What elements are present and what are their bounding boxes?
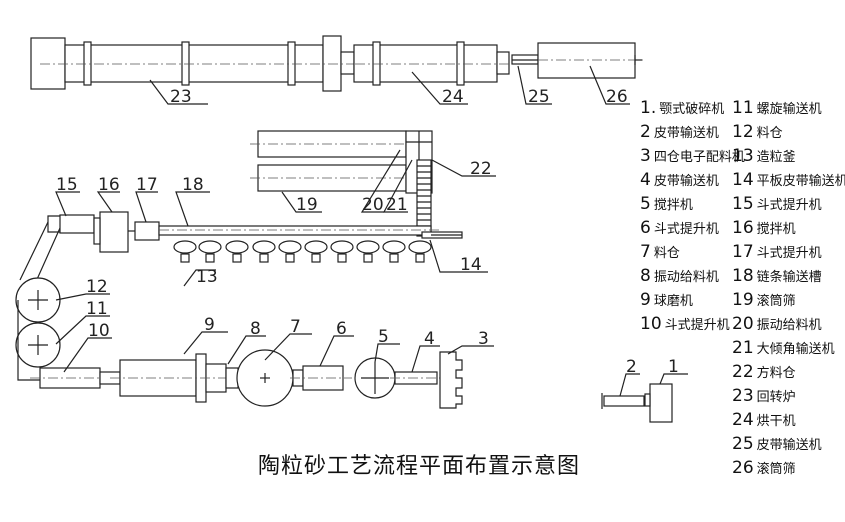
top-drum-screen <box>537 42 645 79</box>
callout-4: 4 <box>424 329 435 349</box>
granulator <box>252 240 276 263</box>
callout-3: 3 <box>478 329 489 349</box>
granulator <box>304 240 328 263</box>
callout-13: 13 <box>196 267 218 287</box>
granulator <box>408 240 432 263</box>
callout-14: 14 <box>460 255 482 275</box>
bucket-elevator-15 <box>19 214 95 287</box>
granulator <box>225 240 249 263</box>
legend-item: 1.颚式破碎机 <box>640 98 725 118</box>
top-belt-conveyor <box>511 54 539 65</box>
callout-23: 23 <box>170 87 192 107</box>
callout-25: 25 <box>528 87 550 107</box>
granulators <box>173 240 432 263</box>
mixer-5 <box>354 357 396 399</box>
granulator <box>173 240 197 263</box>
callout-6: 6 <box>336 319 347 339</box>
callout-numbers: 23 24 25 26 22 19 20 21 15 16 17 18 13 1… <box>56 87 679 377</box>
bucket-elevator-6 <box>290 365 352 391</box>
batching-machine-3 <box>439 351 463 409</box>
callout-18: 18 <box>182 175 204 195</box>
bucket-elevator-17 <box>128 221 160 241</box>
callout-5: 5 <box>378 327 389 347</box>
callout-24: 24 <box>442 87 464 107</box>
callout-11: 11 <box>86 299 108 319</box>
granulator <box>382 240 406 263</box>
bucket-elevator-10 <box>30 367 110 389</box>
diagram-title: 陶粒砂工艺流程平面布置示意图 <box>258 454 581 479</box>
jaw-crusher-1 <box>644 383 673 423</box>
vibrating-feeder-8 <box>225 367 239 389</box>
callout-10: 10 <box>88 321 110 341</box>
granulator <box>198 240 222 263</box>
callout-9: 9 <box>204 315 215 335</box>
granulator <box>330 240 354 263</box>
callout-20: 20 <box>362 195 384 215</box>
dryer <box>353 41 512 86</box>
bin-12 <box>15 277 61 323</box>
silo-7 <box>236 349 294 407</box>
belt-conveyor-4 <box>390 371 445 385</box>
mixer-16 <box>93 211 129 253</box>
callout-17: 17 <box>136 175 158 195</box>
callout-19: 19 <box>296 195 318 215</box>
granulator <box>278 240 302 263</box>
callout-2: 2 <box>626 357 637 377</box>
callout-12: 12 <box>86 277 108 297</box>
steep-angle-conveyor <box>416 159 432 237</box>
screw-conveyor-11 <box>15 300 61 381</box>
callout-16: 16 <box>98 175 120 195</box>
granulator <box>356 240 380 263</box>
callout-22: 22 <box>470 159 492 179</box>
callout-21: 21 <box>386 195 408 215</box>
belt-conveyor-2 <box>601 393 645 409</box>
ball-mill <box>99 353 240 403</box>
callout-8: 8 <box>250 319 261 339</box>
chain-conveyor-trough <box>158 225 463 239</box>
callout-15: 15 <box>56 175 78 195</box>
callout-7: 7 <box>290 317 301 337</box>
rotary-kiln <box>30 35 355 92</box>
callout-1: 1 <box>668 357 679 377</box>
callout-26: 26 <box>606 87 628 107</box>
leader-lines <box>55 65 688 397</box>
drum-screens <box>250 130 420 192</box>
